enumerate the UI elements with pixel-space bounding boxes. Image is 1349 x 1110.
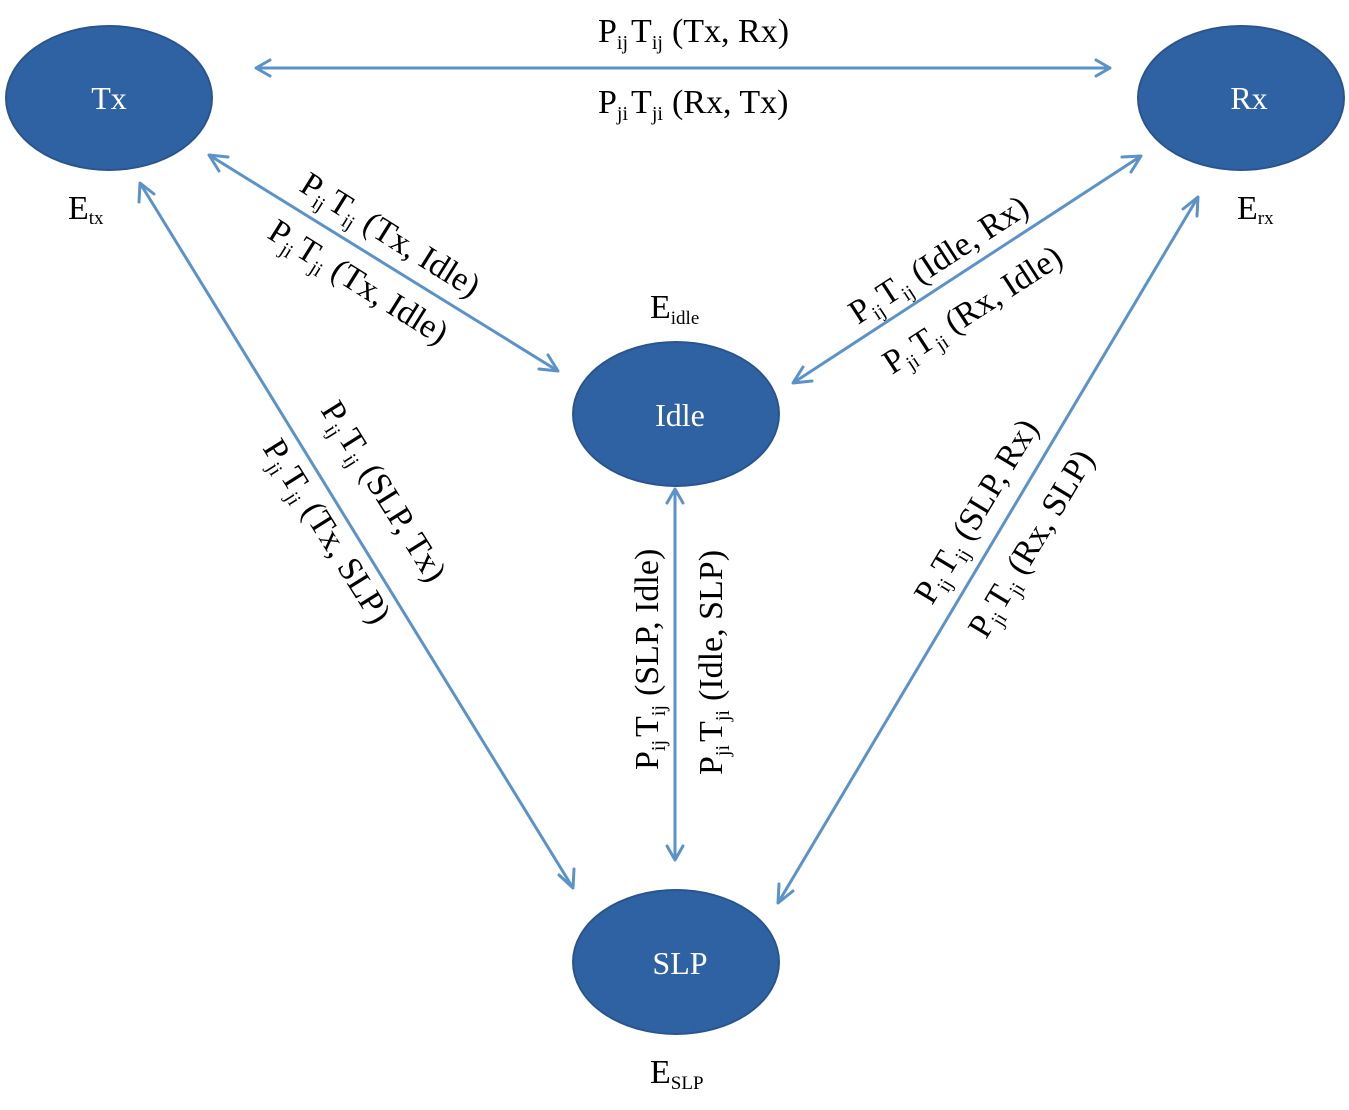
symbol-p: P (629, 751, 666, 770)
symbol-t: T (693, 721, 730, 742)
edge-tx-slp (137, 181, 576, 890)
node-slp: SLP (572, 889, 780, 1035)
node-tx-shape (5, 25, 213, 171)
symbol-p: P (598, 84, 617, 121)
edge-idle-slp-forward-group: PijTij(SLP, Idle) (629, 549, 670, 770)
energy-idle: Eidle (650, 289, 699, 329)
symbol-t: T (629, 716, 666, 737)
edge-tx-rx-backward-text: (Rx, Tx) (672, 84, 788, 121)
node-rx-label: Rx (1230, 80, 1267, 116)
symbol-t: T (631, 84, 652, 121)
edge-tx-idle (207, 153, 560, 373)
energy-rx: Erx (1237, 190, 1274, 229)
node-rx-shape (1137, 25, 1345, 171)
edge-tx-rx-forward-text: (Tx, Rx) (672, 13, 789, 50)
symbol-ji: ji (712, 710, 734, 723)
edge-rx-slp (776, 195, 1200, 905)
node-rx: Rx (1137, 25, 1345, 171)
edge-idle-slp-forward-text: (SLP, Idle) (629, 549, 666, 696)
node-slp-shape (572, 889, 780, 1035)
energy-idle-main: E (650, 289, 671, 326)
edge-idle-slp-forward-label: PijTij(SLP, Idle) (629, 549, 670, 770)
symbol-p: P (598, 13, 617, 50)
energy-rx-sub: rx (1258, 208, 1274, 229)
edge-tx-rx (254, 58, 1112, 78)
edge-tx-rx-backward-label: PjiTji (Rx, Tx) (598, 84, 788, 125)
symbol-ij: ij (652, 32, 663, 54)
edge-idle-slp (665, 487, 685, 862)
symbol-ij: ij (648, 705, 670, 716)
energy-slp-main: E (650, 1054, 671, 1091)
edge-idle-slp-backward-text: (Idle, SLP) (693, 550, 730, 701)
node-tx: Tx (5, 25, 213, 171)
edge-idle-slp-backward-label: PjiTji(Idle, SLP) (693, 550, 734, 775)
energy-slp: ESLP (650, 1054, 704, 1094)
node-tx-label: Tx (91, 80, 127, 116)
symbol-ij: ij (648, 740, 670, 751)
edge-idle-slp-backward-group: PjiTji(Idle, SLP) (693, 550, 734, 775)
edge-tx-rx-forward-label: PijTij (Tx, Rx) (598, 13, 789, 54)
energy-tx-main: E (68, 190, 89, 227)
symbol-ji: ji (651, 103, 664, 125)
symbol-t: T (631, 13, 652, 50)
symbol-ji: ji (616, 103, 629, 125)
node-idle: Idle (572, 341, 780, 487)
node-idle-label: Idle (655, 397, 705, 433)
energy-idle-sub: idle (671, 308, 700, 329)
node-idle-shape (572, 341, 780, 487)
energy-tx-sub: tx (89, 208, 104, 229)
symbol-ji: ji (712, 745, 734, 758)
energy-slp-sub: SLP (671, 1073, 704, 1094)
symbol-ij: ij (617, 32, 628, 54)
node-slp-label: SLP (652, 945, 707, 981)
symbol-p: P (693, 756, 730, 775)
edge-rx-idle (791, 154, 1143, 385)
energy-rx-main: E (1237, 190, 1258, 227)
energy-tx: Etx (68, 190, 104, 229)
